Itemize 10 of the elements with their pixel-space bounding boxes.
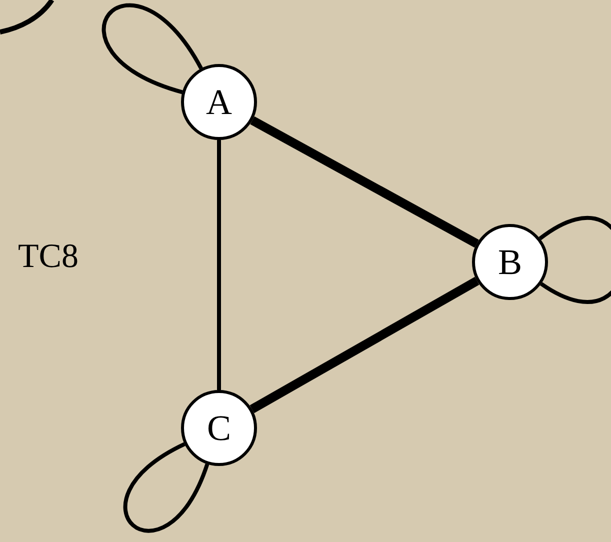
vertex-circle: A (181, 64, 257, 140)
vertex-circle: B (472, 224, 548, 300)
loop-edge (123, 442, 210, 532)
loop-edge (538, 216, 611, 304)
graph-label: TC8 (18, 238, 78, 276)
edge-line (250, 116, 479, 248)
edge-line (250, 276, 480, 414)
edge-line (217, 140, 221, 390)
vertex-circle: C (181, 390, 257, 466)
loop-edge (102, 3, 203, 94)
